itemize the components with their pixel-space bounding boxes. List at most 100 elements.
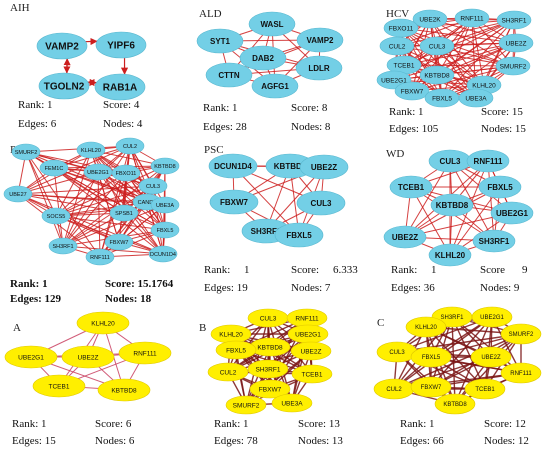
node-dab2: DAB2 [239, 45, 287, 71]
node-shape [76, 311, 130, 335]
node-shape [208, 153, 258, 179]
node-label: DCUN1D4 [150, 252, 176, 258]
node-label: TCEB1 [394, 62, 415, 69]
nodes-label: Nodes: 9 [480, 282, 520, 294]
node-label: UBE2G1 [496, 209, 529, 218]
node-label: RNF111 [90, 255, 110, 261]
node-ube3a: UBE3A [271, 393, 313, 413]
node-shape [3, 185, 33, 203]
node-fbxl5: FBXL5 [274, 222, 324, 248]
node-shape [410, 346, 452, 368]
node-label: RNF111 [474, 157, 503, 166]
node-shape [412, 9, 448, 29]
node-label: FBXL5 [226, 347, 246, 354]
network-edge [403, 64, 514, 67]
node-dcun1d4: DCUN1D4 [148, 245, 178, 263]
node-klhl20: KLHL20 [76, 141, 106, 159]
node-label: CUL2 [386, 387, 402, 393]
node-label: SMURF2 [15, 150, 38, 156]
node-smurf2: SMURF2 [495, 56, 531, 76]
score-label: Score: 15 [481, 106, 523, 118]
node-fem1c: FEM1C [39, 159, 69, 177]
node-label: KLHL20 [81, 148, 101, 154]
edges-label: Edges: 36 [391, 282, 435, 294]
node-yipf6: YIPF6 [95, 31, 147, 59]
node-label: UBE2Z [301, 348, 322, 355]
node-shape [478, 175, 522, 199]
score-label: Score [480, 264, 505, 276]
node-label: UBE3A [156, 203, 174, 209]
network-edge [403, 42, 517, 66]
node-shape [207, 362, 249, 382]
node-shape [466, 149, 510, 173]
node-shape [500, 323, 542, 345]
node-shape [470, 346, 512, 368]
node-fbxo11: FBXO11 [383, 18, 419, 38]
node-shape [150, 221, 180, 239]
node-label: RNF111 [133, 350, 157, 357]
node-ube2g1: UBE2G1 [4, 345, 58, 369]
network-edge [430, 316, 493, 388]
node-smurf2: SMURF2 [11, 143, 41, 161]
node-label: RAB1A [103, 83, 137, 94]
node-label: SH3RF1 [502, 17, 527, 24]
node-label: UBE2G1 [381, 77, 407, 84]
node-label: YIPF6 [107, 41, 135, 52]
node-label: UBE2Z [506, 40, 527, 47]
network-edge [400, 27, 485, 86]
network-edge [55, 165, 166, 217]
node-ube2g1: UBE2G1 [287, 324, 329, 344]
score-label: Score: 8 [291, 102, 328, 114]
node-tceb1: TCEB1 [386, 55, 422, 75]
node-shape [247, 359, 289, 379]
network-edge [55, 149, 92, 217]
node-shape [115, 137, 145, 155]
node-label: UBE3A [465, 95, 487, 102]
network-edge [396, 333, 522, 353]
node-label: UBE2K [419, 16, 441, 23]
node-label: CUL3 [440, 157, 461, 166]
node-shape [299, 154, 349, 180]
node-shape [472, 229, 516, 253]
node-tceb1: TCEB1 [389, 175, 433, 199]
node-ube2z: UBE2Z [299, 154, 349, 180]
node-rnf111: RNF111 [118, 341, 172, 365]
node-label: VAMP2 [45, 42, 79, 53]
node-label: FEM1C [45, 166, 64, 172]
node-label: DAB2 [252, 54, 274, 63]
node-fbxo11: FBXO11 [111, 164, 141, 182]
node-ube2g1: UBE2G1 [83, 163, 113, 181]
nodes-label: Nodes: 12 [484, 435, 529, 447]
node-shape [150, 157, 180, 175]
node-shape [97, 378, 151, 402]
score-label: Score: 4 [103, 99, 140, 111]
network-edge [429, 18, 514, 67]
rank-label: Rank: 1 [203, 102, 238, 114]
rank-label: Rank: 1 [18, 99, 53, 111]
node-label: UBE2Z [311, 163, 337, 172]
node-sh3rf1: SH3RF1 [247, 359, 289, 379]
node-label: UBE2G1 [480, 315, 504, 321]
node-label: VAMP2 [307, 36, 335, 45]
node-shape [196, 28, 244, 54]
node-shape [118, 341, 172, 365]
node-label: UBE2G1 [18, 354, 44, 361]
node-label: FBXO11 [116, 171, 137, 177]
node-label: FBXL5 [422, 355, 441, 361]
node-shape [490, 201, 534, 225]
node-shape [291, 364, 333, 384]
node-cttn: CTTN [205, 62, 253, 88]
network-edge [404, 160, 451, 238]
node-label: SH3RF1 [440, 315, 464, 321]
network-edge [17, 193, 101, 258]
node-label: KBTBD8 [111, 387, 137, 394]
node-klhl20: KLHL20 [210, 324, 252, 344]
node-label: FBXL5 [487, 183, 513, 192]
node-label: UBE2Z [481, 355, 501, 361]
node-tceb1: TCEB1 [291, 364, 333, 384]
